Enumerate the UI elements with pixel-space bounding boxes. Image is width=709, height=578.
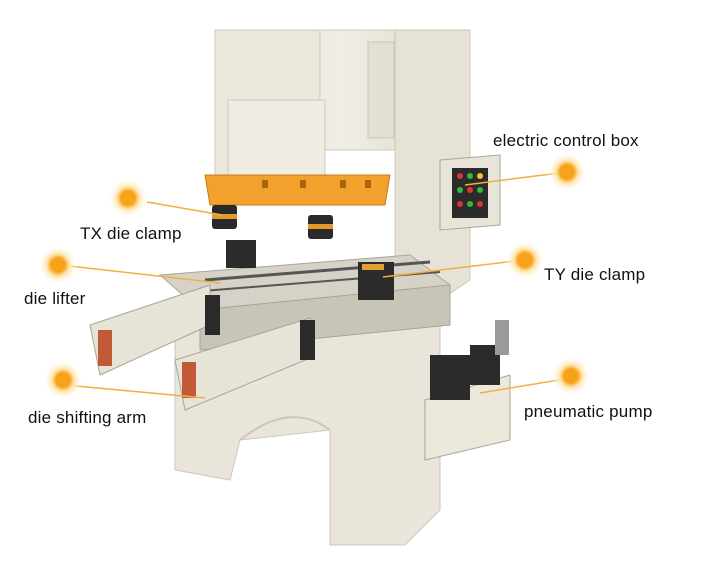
electric-control-box-part — [439, 154, 501, 231]
die-shifting-arm-part — [89, 284, 315, 411]
label-die-lifter: die lifter — [24, 289, 86, 308]
label-pneumatic-pump: pneumatic pump — [524, 402, 653, 421]
label-ty-die-clamp: TY die clamp — [544, 265, 646, 284]
glow-dot-icon — [38, 245, 78, 285]
tx-die-clamp-part — [212, 205, 333, 239]
label-electric-control-box: electric control box — [493, 131, 639, 150]
glow-dot-icon — [505, 240, 545, 280]
label-die-shifting-arm: die shifting arm — [28, 408, 147, 427]
ram-plate — [204, 174, 391, 206]
glow-dot-icon — [551, 356, 591, 396]
press-frame — [174, 29, 471, 546]
glow-markers — [38, 152, 591, 400]
glow-dot-icon — [108, 178, 148, 218]
label-tx-die-clamp: TX die clamp — [80, 224, 182, 243]
glow-dot-icon — [43, 360, 83, 400]
pneumatic-pump-part — [424, 320, 511, 461]
glow-dot-icon — [547, 152, 587, 192]
ty-die-clamp-part — [226, 240, 394, 300]
